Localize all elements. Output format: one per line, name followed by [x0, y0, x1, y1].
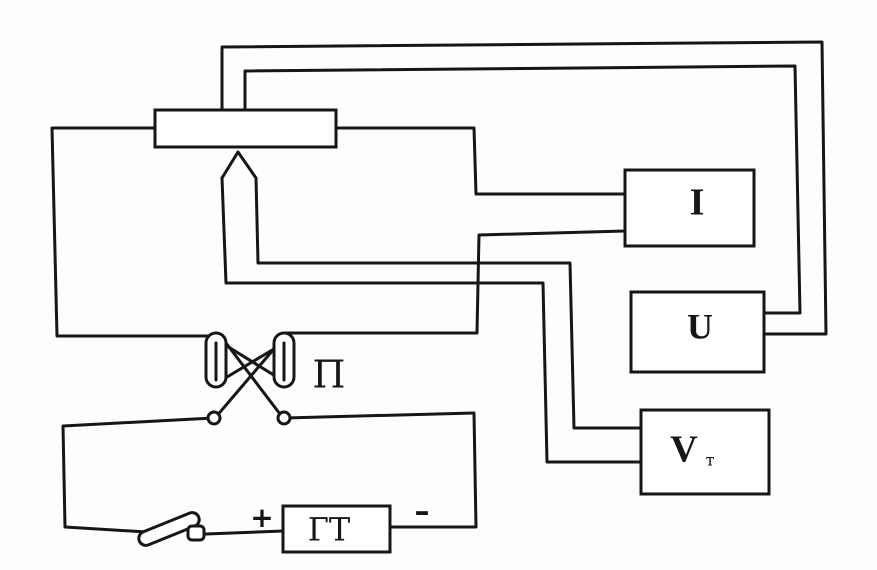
- voltage-meter-label: U: [687, 306, 713, 346]
- source-label: ГТ: [308, 511, 351, 549]
- minus-sign: –: [415, 495, 430, 530]
- switch-cross-c: [213, 341, 281, 420]
- wire-key-to-source: [204, 529, 285, 536]
- wire-voltage-outer: [220, 40, 828, 336]
- wire-voltage-inner: [243, 64, 802, 315]
- key-switch: [137, 511, 206, 547]
- switch-terminal-left: [206, 410, 222, 426]
- switch-contact-left: [204, 331, 228, 389]
- switch-terminal-right: [276, 410, 292, 426]
- current-meter-box: [623, 168, 756, 248]
- wire-source-left: [61, 416, 215, 534]
- wire-source-right: [283, 411, 478, 529]
- wire-thermo-lead-b: [220, 176, 643, 464]
- voltage-meter-box: [629, 290, 766, 374]
- switch-contact-right: [272, 331, 296, 389]
- thermocouple-junction: [220, 150, 258, 180]
- switch-cross-d: [224, 341, 285, 420]
- source-box: [281, 504, 392, 554]
- current-meter-label: I: [690, 182, 705, 224]
- sample-rod: [153, 108, 338, 149]
- wire-rod-to-current: [334, 126, 627, 196]
- thermo-meter-label: V: [670, 429, 698, 471]
- thermo-meter-subscript: т: [706, 451, 715, 470]
- wire-left-loop: [50, 126, 215, 338]
- wire-thermo-lead-a: [254, 176, 643, 430]
- thermo-meter-box: [639, 408, 771, 496]
- switch-label: П: [312, 353, 345, 397]
- plus-sign: +: [250, 501, 273, 534]
